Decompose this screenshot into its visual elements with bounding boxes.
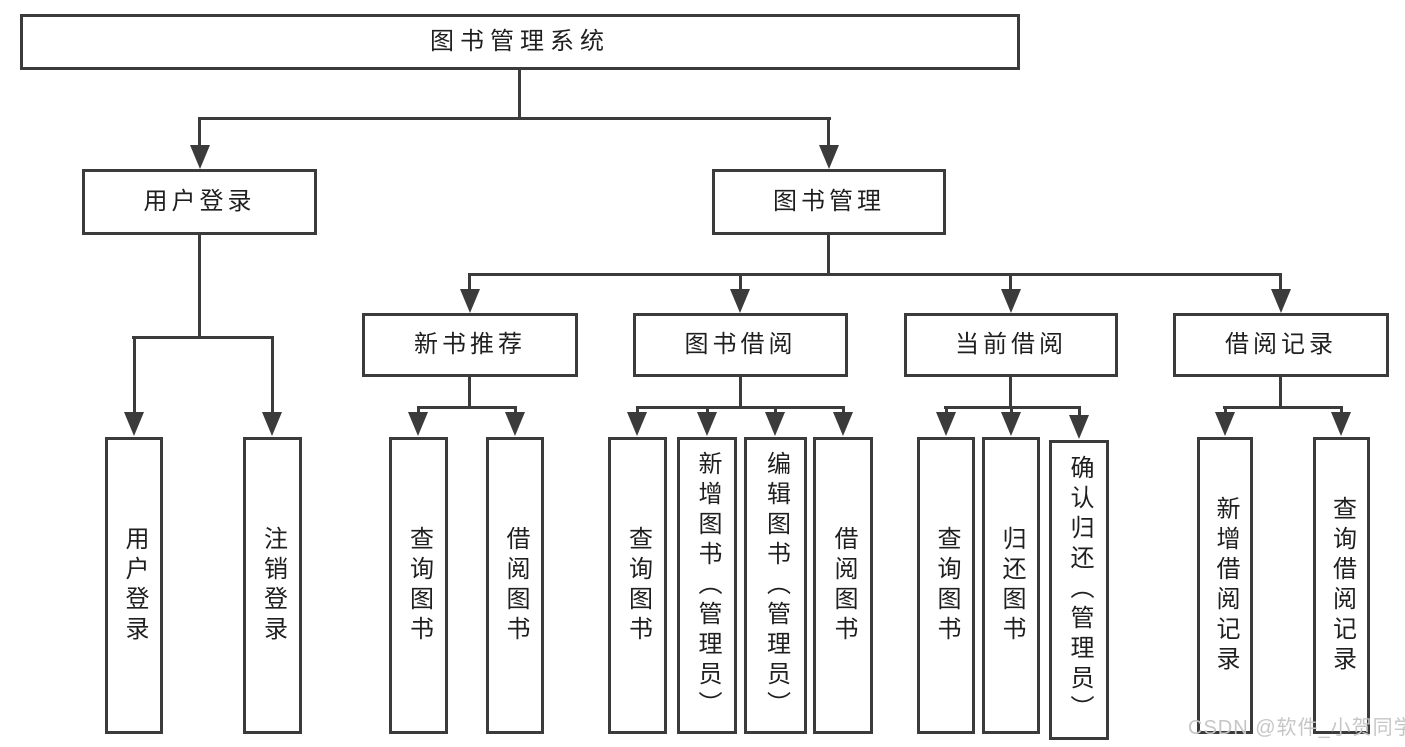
connector-user-login-stem	[198, 235, 201, 339]
leaf-add-book-admin: 新增图书（管理员）	[677, 437, 737, 734]
arrow-down-icon	[460, 289, 480, 313]
node-book-borrow: 图书借阅	[633, 313, 848, 377]
leaf-recommend-query-books-label: 查询图书	[405, 525, 433, 646]
node-library-system-label: 图书管理系统	[430, 28, 610, 55]
arrow-down-icon	[262, 412, 282, 436]
node-current-borrow: 当前借阅	[904, 313, 1118, 377]
leaf-query-borrow-record: 查询借阅记录	[1313, 437, 1370, 734]
node-new-book-recommend: 新书推荐	[362, 313, 578, 377]
connector-recommend-split	[417, 406, 517, 409]
leaf-edit-book-admin-label: 编辑图书（管理员）	[762, 450, 790, 721]
connector-to-new-book-recommend	[468, 275, 471, 291]
arrow-down-icon	[697, 412, 717, 436]
csdn-watermark: CSDN @软件_小贺同学	[1188, 717, 1405, 739]
node-user-login-label: 用户登录	[143, 188, 256, 215]
node-user-login: 用户登录	[82, 169, 317, 235]
leaf-user-login: 用户登录	[105, 437, 163, 734]
arrow-down-icon	[1331, 412, 1351, 436]
leaf-logout-label: 注销登录	[259, 525, 287, 646]
leaf-recommend-borrow-books: 借阅图书	[486, 437, 544, 734]
arrow-down-icon	[730, 289, 750, 313]
leaf-return-books-label: 归还图书	[998, 525, 1025, 646]
connector-current-borrow-stem	[1009, 377, 1012, 409]
connector-line	[945, 406, 948, 415]
arrow-down-icon	[124, 412, 144, 436]
connector-line	[1224, 406, 1227, 415]
leaf-current-query-books-label: 查询图书	[933, 525, 960, 646]
connector-root-stem	[518, 70, 521, 118]
connector-to-leaf-logout	[271, 338, 274, 414]
connector-line	[774, 406, 777, 415]
connector-line	[417, 406, 420, 415]
leaf-borrow-query-books-label: 查询图书	[624, 525, 652, 646]
node-current-borrow-label: 当前借阅	[955, 331, 1067, 358]
connector-line	[636, 406, 639, 415]
node-new-book-recommend-label: 新书推荐	[414, 331, 526, 358]
leaf-recommend-borrow-books-label: 借阅图书	[502, 525, 529, 646]
arrow-down-icon	[505, 412, 525, 436]
arrow-down-icon	[1271, 289, 1291, 313]
connector-borrow-records-stem	[1279, 377, 1282, 409]
arrow-down-icon	[936, 412, 956, 436]
leaf-user-login-label: 用户登录	[121, 525, 148, 646]
connector-to-current-borrow	[1009, 275, 1012, 291]
leaf-borrow-query-books: 查询图书	[608, 437, 667, 734]
arrow-down-icon	[833, 412, 853, 436]
connector-to-book-management	[827, 119, 830, 147]
leaf-logout: 注销登录	[243, 437, 302, 734]
arrow-down-icon	[819, 145, 839, 169]
arrow-down-icon	[1215, 412, 1235, 436]
connector-line	[514, 406, 517, 415]
node-book-management: 图书管理	[712, 169, 946, 235]
leaf-edit-book-admin: 编辑图书（管理员）	[744, 437, 807, 734]
connector-line	[1340, 406, 1343, 415]
connector-borrow-records-split	[1223, 406, 1343, 409]
leaf-borrow-borrow-books-label: 借阅图书	[830, 525, 857, 646]
connector-to-book-borrow	[739, 275, 742, 291]
leaf-add-book-admin-label: 新增图书（管理员）	[694, 450, 721, 721]
leaf-query-borrow-record-label: 查询借阅记录	[1328, 495, 1356, 676]
connector-book-borrow-stem	[739, 377, 742, 409]
connector-to-user-login	[198, 119, 201, 147]
arrow-down-icon	[1001, 289, 1021, 313]
node-borrow-records-label: 借阅记录	[1225, 331, 1337, 358]
leaf-confirm-return-admin-label: 确认归还（管理员）	[1066, 455, 1093, 725]
connector-to-borrow-records	[1279, 275, 1282, 291]
arrow-down-icon	[765, 412, 785, 436]
connector-book-borrow-split	[636, 406, 845, 409]
leaf-confirm-return-admin: 确认归还（管理员）	[1049, 440, 1109, 740]
connector-recommend-stem	[468, 377, 471, 409]
leaf-return-books: 归还图书	[982, 437, 1040, 734]
node-library-system: 图书管理系统	[20, 14, 1020, 70]
node-book-borrow-label: 图书借阅	[684, 331, 797, 358]
leaf-add-borrow-record: 新增借阅记录	[1197, 437, 1253, 734]
connector-book-management-stem	[827, 235, 830, 276]
connector-line	[706, 406, 709, 415]
node-book-management-label: 图书管理	[773, 188, 885, 215]
arrow-down-icon	[408, 412, 428, 436]
arrow-down-icon	[1001, 412, 1021, 436]
leaf-current-query-books: 查询图书	[917, 437, 975, 734]
leaf-recommend-query-books: 查询图书	[389, 437, 448, 734]
connector-line	[842, 406, 845, 415]
arrow-down-icon	[190, 145, 210, 169]
connector-level3-split	[468, 273, 1282, 276]
connector-level2-split	[198, 117, 831, 120]
leaf-add-borrow-record-label: 新增借阅记录	[1212, 495, 1239, 676]
arrow-down-icon	[1069, 415, 1089, 439]
connector-to-leaf-user-login	[133, 338, 136, 414]
connector-user-login-split	[132, 336, 274, 339]
node-borrow-records: 借阅记录	[1173, 313, 1389, 377]
connector-line	[1010, 406, 1013, 415]
arrow-down-icon	[627, 412, 647, 436]
leaf-borrow-borrow-books: 借阅图书	[813, 437, 873, 734]
connector-line	[1078, 406, 1081, 418]
